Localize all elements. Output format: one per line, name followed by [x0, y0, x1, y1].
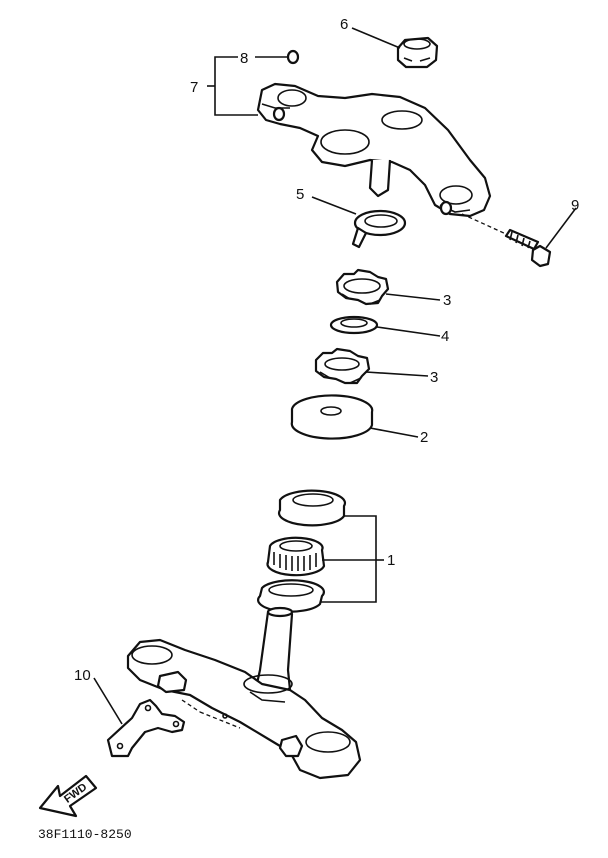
leader-10 [93, 677, 123, 725]
leader-3b [365, 371, 429, 377]
leader-2 [369, 427, 419, 438]
upper-bracket-part [256, 82, 492, 218]
leader-5 [311, 196, 357, 215]
bracket-1 [320, 515, 377, 603]
rubber-washer-part [329, 315, 379, 335]
bracket-7 [214, 56, 258, 116]
leader-3a [385, 293, 441, 301]
lower-bearing-race-part [257, 579, 325, 613]
callout-4: 4 [441, 328, 449, 345]
upper-bearing-race-part [277, 489, 347, 527]
ring-nut-lower-part [314, 347, 371, 385]
fwd-arrow-icon: FWD [38, 774, 98, 818]
callout-10: 10 [74, 667, 91, 684]
leader-9 [545, 207, 577, 249]
diagram-code: 38F1110-8250 [38, 827, 132, 842]
bearing-cone-part [266, 536, 326, 577]
dust-cover-part [290, 394, 374, 440]
leader-4 [376, 326, 441, 337]
cable-guide-part [106, 698, 186, 758]
callout-1: 1 [387, 552, 395, 569]
cap-part [286, 49, 300, 65]
callout-7: 7 [190, 79, 198, 96]
callout-6: 6 [340, 16, 348, 33]
callout-2: 2 [420, 429, 428, 446]
callout-9: 9 [571, 197, 579, 214]
callout-5: 5 [296, 186, 304, 203]
lower-bracket-part [126, 606, 362, 780]
pinch-bolt-part [504, 228, 552, 268]
bolt-axis-line [461, 213, 507, 235]
callout-3b: 3 [430, 369, 438, 386]
stem-nut-part [396, 36, 439, 69]
callout-3a: 3 [443, 292, 451, 309]
ring-nut-upper-part [335, 268, 390, 306]
leader-6 [351, 27, 401, 49]
callout-8: 8 [240, 50, 248, 67]
lock-washer-part [351, 209, 407, 249]
